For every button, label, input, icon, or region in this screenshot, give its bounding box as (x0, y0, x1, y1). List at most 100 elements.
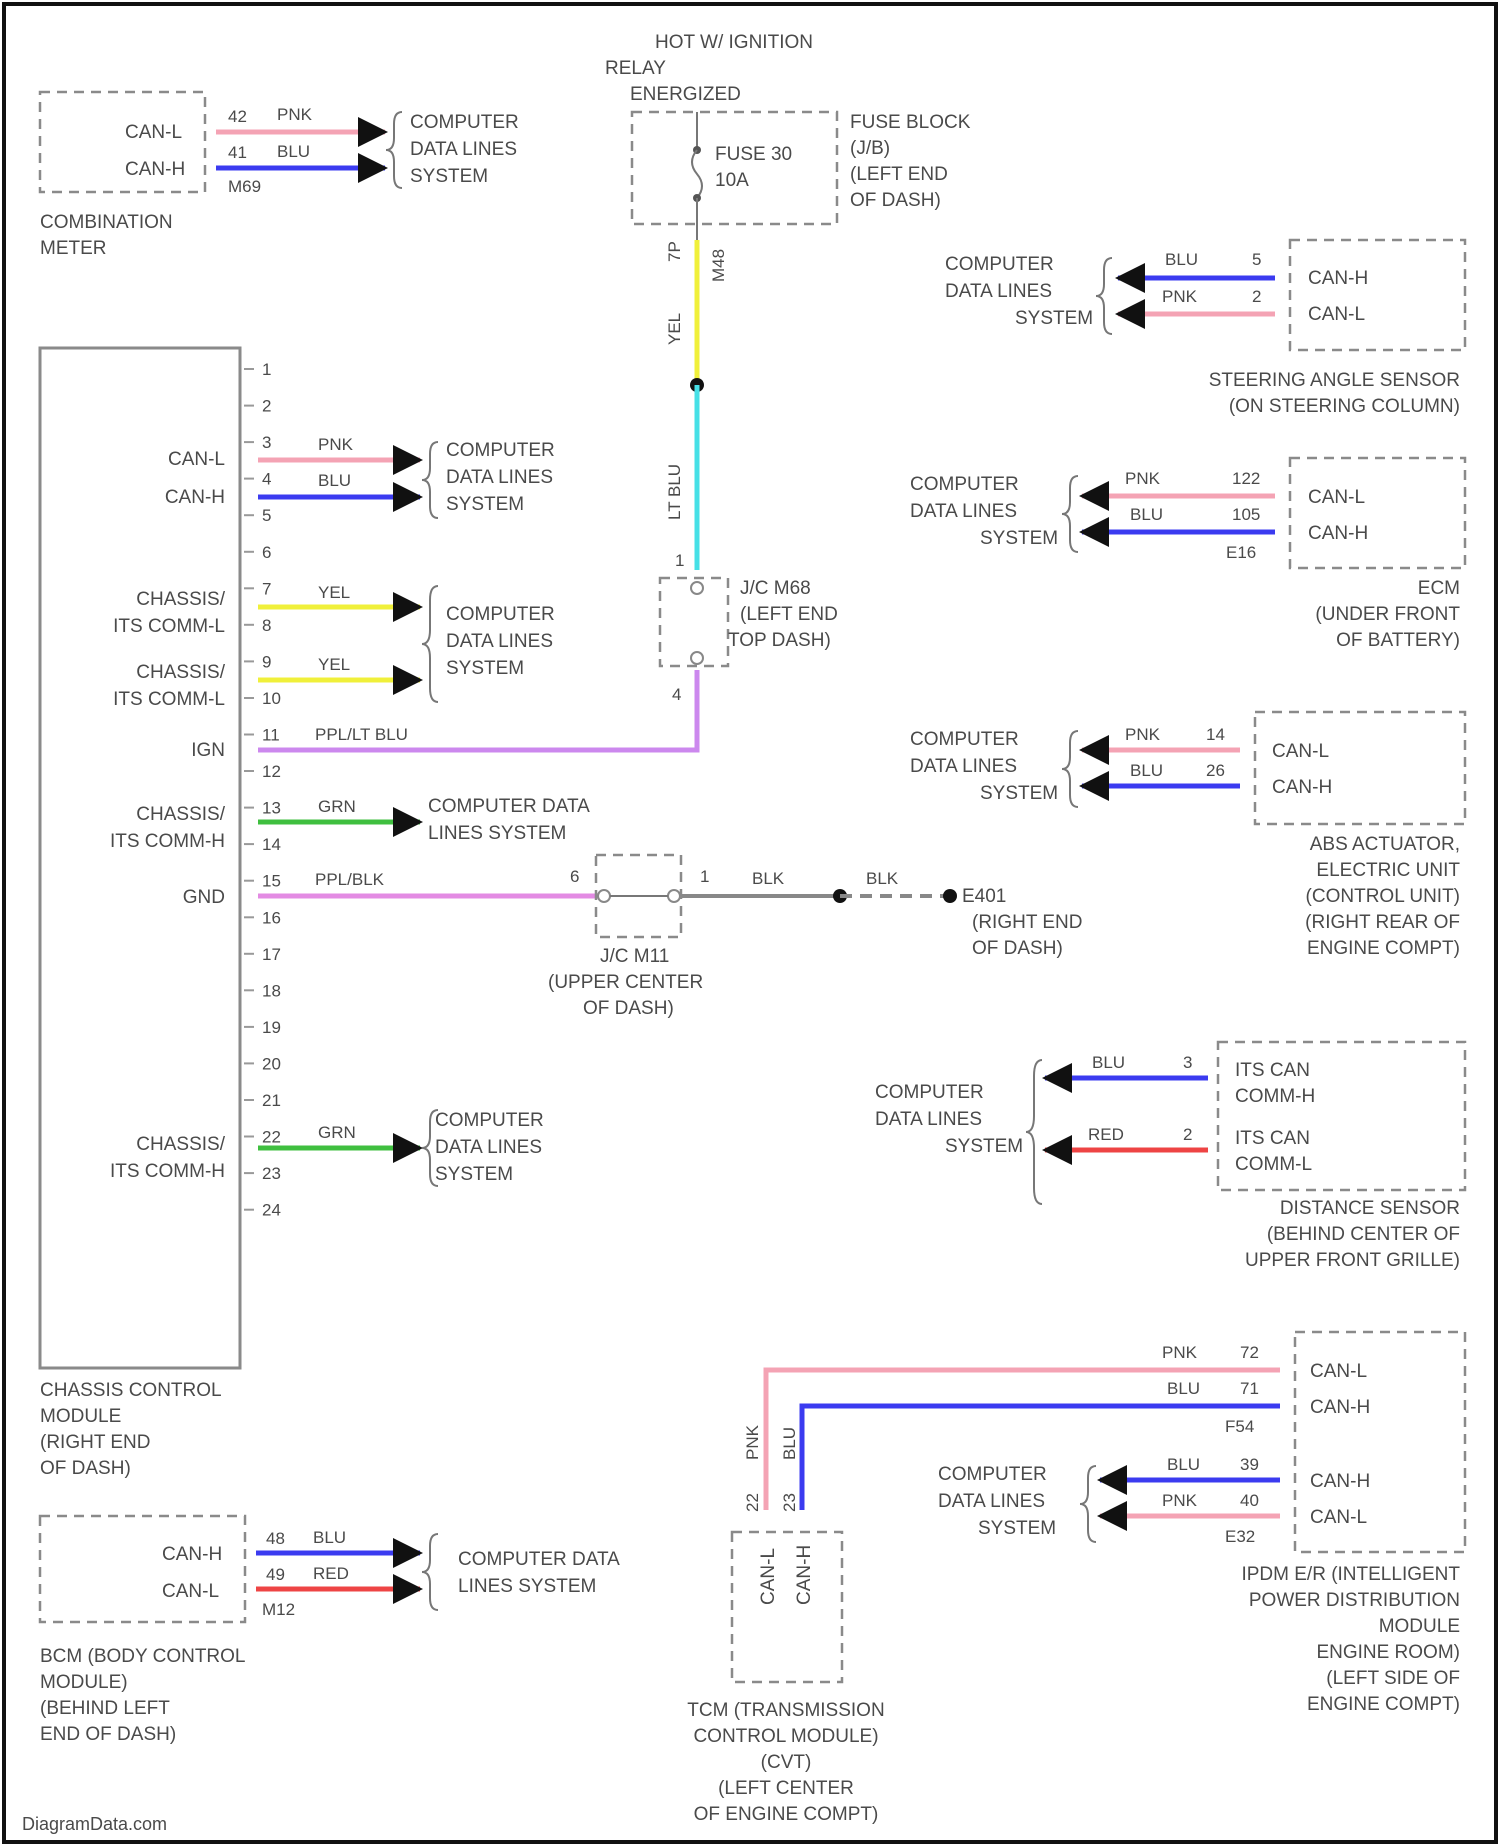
jc-m68-pin-bottom (691, 652, 703, 664)
abs-box (1255, 712, 1465, 824)
ccm-chassis-h2-line-1: CHASSIS/ (136, 1134, 225, 1155)
ipdm-name-1: IPDM E/R (INTELLIGENT (1241, 1564, 1460, 1585)
ccm-pin-7: 7 (262, 579, 271, 598)
ccm-grn-dest-1b: LINES SYSTEM (428, 823, 566, 844)
ccm-chassis-h1-line-2: ITS COMM-H (110, 831, 225, 852)
steering-can-h: CAN-H (1308, 268, 1368, 289)
steering-pnk-label: PNK (1162, 287, 1198, 306)
ccm-can-brace (422, 442, 438, 518)
ground-id-3: OF DASH) (972, 938, 1063, 959)
ccm-its-dest-1: COMPUTER (446, 604, 555, 625)
ecm-pin-105: 105 (1232, 505, 1260, 524)
ipdm-pin-39: 39 (1240, 1455, 1259, 1474)
jc-m68-line-1: J/C M68 (740, 578, 811, 599)
ccm-can-dest-1: COMPUTER (446, 440, 555, 461)
ccm-grn-dest-2b: DATA LINES (435, 1137, 542, 1158)
tcm-blu-label: BLU (780, 1427, 799, 1460)
steering-angle-sensor-group: COMPUTER DATA LINES SYSTEM BLU 5 PNK 2 C… (945, 240, 1465, 417)
jc-m68-line-2: (LEFT END (740, 604, 838, 625)
yel-wire-label: YEL (665, 313, 684, 345)
steering-pin-5: 5 (1252, 250, 1261, 269)
ccm-chassis-h1-line-1: CHASSIS/ (136, 804, 225, 825)
ipdm-bottom-can-l: CAN-L (1310, 1507, 1367, 1528)
ipdm-top-connector: F54 (1225, 1417, 1254, 1436)
ipdm-dest-2: DATA LINES (938, 1491, 1045, 1512)
abs-dest-3: SYSTEM (980, 783, 1058, 804)
ccm-can-h-label: CAN-H (165, 487, 225, 508)
fuse-block-group: HOT W/ IGNITION RELAY ENERGIZED FUSE BLO… (605, 32, 971, 704)
combination-meter-dest-3: SYSTEM (410, 166, 488, 187)
combination-meter-name-2: METER (40, 238, 107, 259)
ccm-chassis-l2-line-2: ITS COMM-L (113, 689, 225, 710)
ccm-grn-dest-2a: COMPUTER (435, 1110, 544, 1131)
ccm-pin-14: 14 (262, 835, 281, 854)
ecm-pin-122: 122 (1232, 469, 1260, 488)
tcm-can-l: CAN-L (758, 1548, 779, 1605)
jc-m11-line-1: J/C M11 (600, 946, 669, 967)
ipdm-brace (1080, 1466, 1096, 1542)
ccm-pin-24: 24 (262, 1201, 281, 1220)
fuse-block-box (632, 112, 837, 224)
ecm-dest-2: DATA LINES (910, 501, 1017, 522)
ccm-yel-label-1: YEL (318, 583, 350, 602)
jc-m68-pin-bottom-label: 4 (672, 685, 681, 704)
ground-id-2: (RIGHT END (972, 912, 1082, 933)
ccm-can-l-label: CAN-L (168, 449, 225, 470)
ccm-its-dest-3: SYSTEM (446, 658, 524, 679)
fuse-block-line-1: FUSE BLOCK (850, 112, 971, 133)
combination-meter-can-h: CAN-H (125, 159, 185, 180)
tcm-name-4: (LEFT CENTER (718, 1778, 854, 1799)
chassis-control-module-group: 123456789101112131415161718192021222324 … (40, 348, 697, 1479)
ccm-chassis-l1-line-2: ITS COMM-L (113, 616, 225, 637)
tcm-name-5: OF ENGINE COMPT) (694, 1804, 879, 1825)
combination-meter-group: CAN-L CAN-H 42 PNK 41 BLU M69 COMPUTER D… (40, 92, 519, 259)
fuse-label-1: FUSE 30 (715, 144, 792, 165)
ecm-connector: E16 (1226, 543, 1256, 562)
abs-pin-14: 14 (1206, 725, 1225, 744)
abs-name-3: (CONTROL UNIT) (1306, 886, 1460, 907)
ipdm-top-can-l: CAN-L (1310, 1361, 1367, 1382)
abs-dest-1: COMPUTER (910, 729, 1019, 750)
bcm-name-2: MODULE) (40, 1672, 128, 1693)
distance-dest-1: COMPUTER (875, 1082, 984, 1103)
ipdm-name-3: MODULE (1379, 1616, 1460, 1637)
distance-name-3: UPPER FRONT GRILLE) (1245, 1250, 1460, 1271)
bcm-name-1: BCM (BODY CONTROL (40, 1646, 246, 1667)
ccm-pin-2: 2 (262, 397, 271, 416)
combination-meter-brace (386, 112, 402, 188)
abs-pnk-label: PNK (1125, 725, 1161, 744)
distance-blu-label: BLU (1092, 1053, 1125, 1072)
bcm-pin-48: 48 (266, 1529, 285, 1548)
ipdm-top-blu-label: BLU (1167, 1379, 1200, 1398)
ccm-pin-21: 21 (262, 1091, 281, 1110)
distance-pin-2: 2 (1183, 1125, 1192, 1144)
ccm-pin-12: 12 (262, 762, 281, 781)
distance-sensor-group: COMPUTER DATA LINES SYSTEM BLU 3 RED 2 I… (875, 1042, 1465, 1271)
ecm-name-3: OF BATTERY) (1336, 630, 1460, 651)
ground-point (943, 889, 957, 903)
distance-red-label: RED (1088, 1125, 1124, 1144)
ipdm-pin-71: 71 (1240, 1379, 1259, 1398)
ccm-pin-22: 22 (262, 1128, 281, 1147)
ipdm-name-2: POWER DISTRIBUTION (1249, 1590, 1460, 1611)
combination-meter-pin-41: 41 (228, 143, 247, 162)
ccm-pnk-label: PNK (318, 435, 354, 454)
steering-name-1: STEERING ANGLE SENSOR (1209, 370, 1460, 391)
ccm-pin-1: 1 (262, 360, 271, 379)
abs-dest-2: DATA LINES (910, 756, 1017, 777)
jc-m11-pin-in (598, 890, 610, 902)
tcm-name-1: TCM (TRANSMISSION (687, 1700, 884, 1721)
ccm-pin-9: 9 (262, 652, 271, 671)
ccm-grn-label-1: GRN (318, 797, 356, 816)
bcm-connector: M12 (262, 1600, 295, 1619)
bcm-can-h: CAN-H (162, 1544, 222, 1565)
combination-meter-pin-42: 42 (228, 107, 247, 126)
ecm-brace (1062, 476, 1078, 552)
steering-sensor-box (1290, 240, 1465, 350)
ecm-dest-3: SYSTEM (980, 528, 1058, 549)
hot-label-1: HOT W/ IGNITION (655, 32, 813, 53)
fuse-pin-label: 7P (665, 241, 684, 262)
ccm-pin-5: 5 (262, 506, 271, 525)
